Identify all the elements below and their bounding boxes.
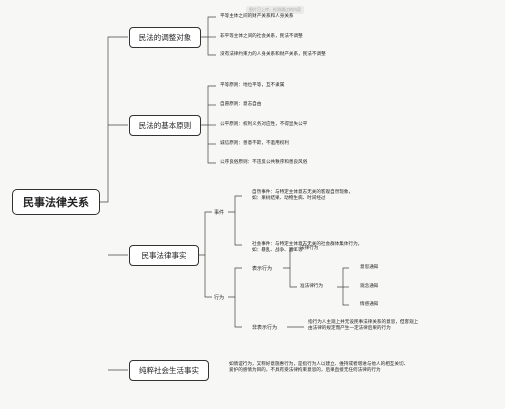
branch-facts-label: 民事法律事实 bbox=[141, 251, 187, 260]
social-life-desc-line: 爱护的感情为目的，不具有受法律拘束意思的，后果直接无任何法律的行为 bbox=[229, 368, 381, 373]
quasi-item: 情感通知 bbox=[360, 302, 379, 307]
object-item: 平等主体之间的财产关系和人身关系 bbox=[220, 14, 294, 19]
principle-item: 公平原则：权利义务对应性，不得显失公平 bbox=[220, 122, 308, 127]
natural-event-line: 如：果树结果、动物生病、时间经过 bbox=[252, 196, 326, 201]
non-expressive-desc-line: 由法律的规定而产生一定法律后果的行为 bbox=[308, 326, 391, 331]
branch-object-label: 民法的调整对象 bbox=[138, 33, 192, 42]
social-life-desc-line: 如情谊行为，又称好意施惠行为，是指行为人以建立、维持或者增进与他人的相互关切、 bbox=[229, 362, 409, 367]
event-node: 事件 bbox=[214, 210, 225, 216]
social-event: 社会事件：与特定主体意志无关的社会群体集体行为， 如：暴乱、战争、罢工等 bbox=[252, 242, 362, 254]
social-event-line: 社会事件：与特定主体意志无关的社会群体集体行为， bbox=[252, 242, 363, 247]
principle-item: 自愿原则：意志自由 bbox=[220, 102, 262, 107]
non-expressive-act-node: 非表示行为 bbox=[252, 325, 278, 331]
social-life-desc: 如情谊行为，又称好意施惠行为，是指行为人以建立、维持或者增进与他人的相互关切、 … bbox=[229, 362, 408, 374]
branch-social-life-label: 纯粹社会生活事实 bbox=[139, 366, 199, 375]
legal-act-node: 法律行为 bbox=[300, 246, 319, 251]
object-item: 没有法律约束力的人身关系和财产关系，民法不调整 bbox=[220, 52, 326, 57]
branch-principles-label: 民法的基本原则 bbox=[138, 121, 192, 130]
quasi-legal-act-node: 准法律行为 bbox=[300, 284, 323, 289]
principle-item: 诚信原则：善意不欺，不滥用权利 bbox=[220, 141, 289, 146]
social-event-line: 如：暴乱、战争、罢工等 bbox=[252, 248, 303, 253]
action-node: 行为 bbox=[214, 295, 225, 301]
principle-item: 平等原则：地位平等，互不隶属 bbox=[220, 83, 285, 88]
root-node: 民事法律关系 bbox=[12, 189, 100, 215]
branch-social-life: 纯粹社会生活事实 bbox=[129, 360, 209, 381]
branch-facts: 民事法律事实 bbox=[129, 245, 199, 266]
object-item: 非平等主体之间的社会关系，民法不调整 bbox=[220, 34, 303, 39]
natural-event-line: 自然事件：与特定主体意志无关的客观自然现象， bbox=[252, 190, 354, 195]
expressive-act-node: 表示行为 bbox=[252, 266, 273, 272]
branch-principles: 民法的基本原则 bbox=[129, 115, 201, 136]
natural-event: 自然事件：与特定主体意志无关的客观自然现象， 如：果树结果、动物生病、时间经过 bbox=[252, 190, 353, 202]
non-expressive-desc-line: 指行为人主观上并无设民事法律关系的意思，但客观上 bbox=[308, 320, 419, 325]
principle-item: 公序良俗原则：不违反公共秩序和善良风俗 bbox=[220, 160, 308, 165]
quasi-item: 观念通知 bbox=[360, 284, 379, 289]
watermark: 图片已上传，检测通过的内容 bbox=[246, 6, 304, 14]
root-label: 民事法律关系 bbox=[23, 196, 89, 209]
quasi-item: 意思通知 bbox=[360, 265, 379, 270]
branch-object: 民法的调整对象 bbox=[129, 27, 201, 48]
non-expressive-desc: 指行为人主观上并无设民事法律关系的意思，但客观上 由法律的规定而产生一定法律后果… bbox=[308, 320, 418, 332]
